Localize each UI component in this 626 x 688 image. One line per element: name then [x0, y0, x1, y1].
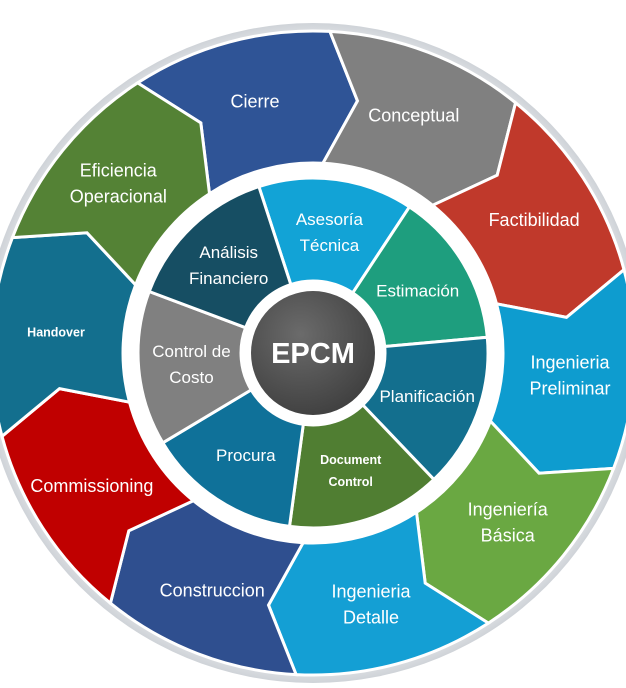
center-label: EPCM [271, 338, 355, 370]
outer-label-handover-line: Handover [27, 326, 85, 340]
inner-label-analisis-financiero-line: Análisis [199, 243, 258, 262]
outer-label-eficiencia-operacional-line: Eficiencia [80, 161, 158, 181]
inner-label-planificacion: Planificación [379, 387, 474, 406]
inner-segment-procura [160, 387, 305, 529]
outer-segment-eficiencia-operacional [10, 81, 212, 288]
outer-label-commissioning-line: Commissioning [30, 476, 153, 496]
outer-label-commissioning: Commissioning [30, 476, 153, 496]
outer-label-ingenieria-preliminar-line: Ingenieria [530, 353, 610, 373]
inner-label-planificacion-line: Planificación [379, 387, 474, 406]
inner-label-procura-line: Procura [216, 446, 276, 465]
outer-label-conceptual-line: Conceptual [368, 106, 459, 126]
outer-label-ingenieria-detalle-line: Detalle [343, 607, 399, 627]
outer-label-cierre: Cierre [230, 92, 279, 112]
inner-label-control-de-costo: Control de Costo [152, 342, 230, 387]
outer-label-ingenieria-preliminar-line: Preliminar [529, 379, 610, 399]
outer-label-ingenieria-detalle-line: Ingenieria [331, 581, 411, 601]
outer-label-eficiencia-operacional-line: Operacional [70, 187, 167, 207]
inner-label-estimacion: Estimación [376, 281, 459, 300]
inner-label-procura: Procura [216, 446, 276, 465]
outer-label-ingenieria-basica-line: Básica [481, 525, 536, 545]
outer-label-conceptual: Conceptual [368, 106, 459, 126]
inner-segment-document-control [287, 402, 437, 530]
inner-label-analisis-financiero-line: Financiero [189, 269, 268, 288]
inner-label-control-de-costo-line: Costo [169, 368, 213, 387]
inner-label-document-control-line: Document [320, 453, 382, 467]
inner-segment-asesoria-tecnica [257, 176, 412, 295]
outer-label-factibilidad: Factibilidad [489, 210, 580, 230]
inner-label-control-de-costo-line: Control de [152, 342, 230, 361]
inner-segment-control-de-costo [136, 289, 254, 445]
outer-label-cierre-line: Cierre [230, 92, 279, 112]
inner-label-asesoria-tecnica-line: Técnica [300, 236, 360, 255]
outer-label-factibilidad-line: Factibilidad [489, 210, 580, 230]
outer-label-ingenieria-basica-line: Ingeniería [468, 499, 549, 519]
inner-label-document-control-line: Control [328, 475, 372, 489]
center-hub [251, 291, 375, 415]
outer-label-construccion-line: Construccion [160, 581, 265, 601]
outer-label-construccion: Construccion [160, 581, 265, 601]
inner-segment-planificacion [360, 335, 490, 482]
inner-label-asesoria-tecnica-line: Asesoría [296, 210, 364, 229]
inner-label-estimacion-line: Estimación [376, 281, 459, 300]
inner-segment-estimacion [350, 204, 489, 349]
outer-label-handover: Handover [27, 326, 85, 340]
inner-segment-analisis-financiero [147, 184, 293, 330]
